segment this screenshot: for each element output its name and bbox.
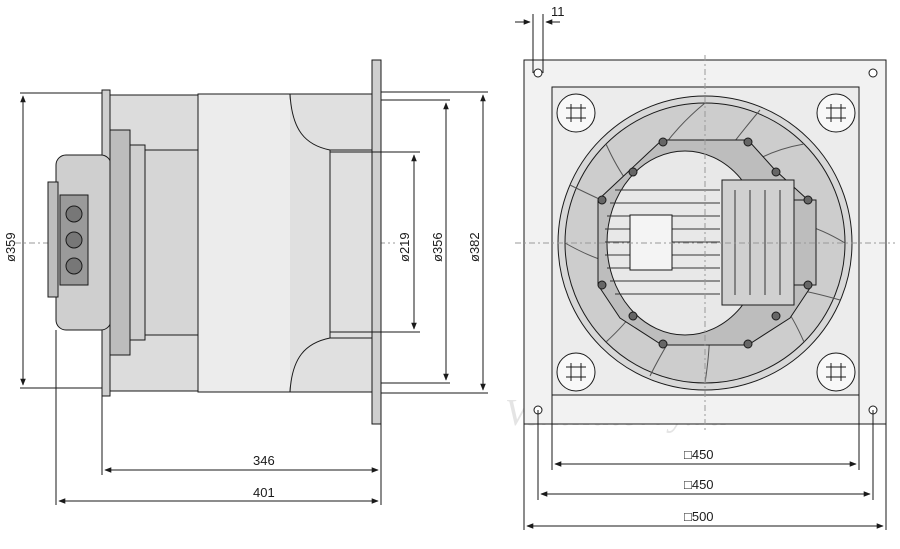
dim-sq450b-label: □450 <box>684 477 714 492</box>
front-centerlines <box>515 55 895 430</box>
side-dimension-lines <box>20 91 488 505</box>
dim-11-label: 11 <box>551 4 565 19</box>
dim-sq500-label: □500 <box>684 509 714 524</box>
dim-d359-label: ø359 <box>3 232 18 262</box>
side-view <box>15 59 395 425</box>
dim-d356-label: ø356 <box>430 232 445 262</box>
dim-d219-label: ø219 <box>397 232 412 262</box>
dim-346-label: 346 <box>253 453 275 468</box>
dim-401-label: 401 <box>253 485 275 500</box>
dim-d382-label: ø382 <box>467 232 482 262</box>
dim-sq450a-label: □450 <box>684 447 714 462</box>
front-dimension-lines <box>515 14 887 530</box>
